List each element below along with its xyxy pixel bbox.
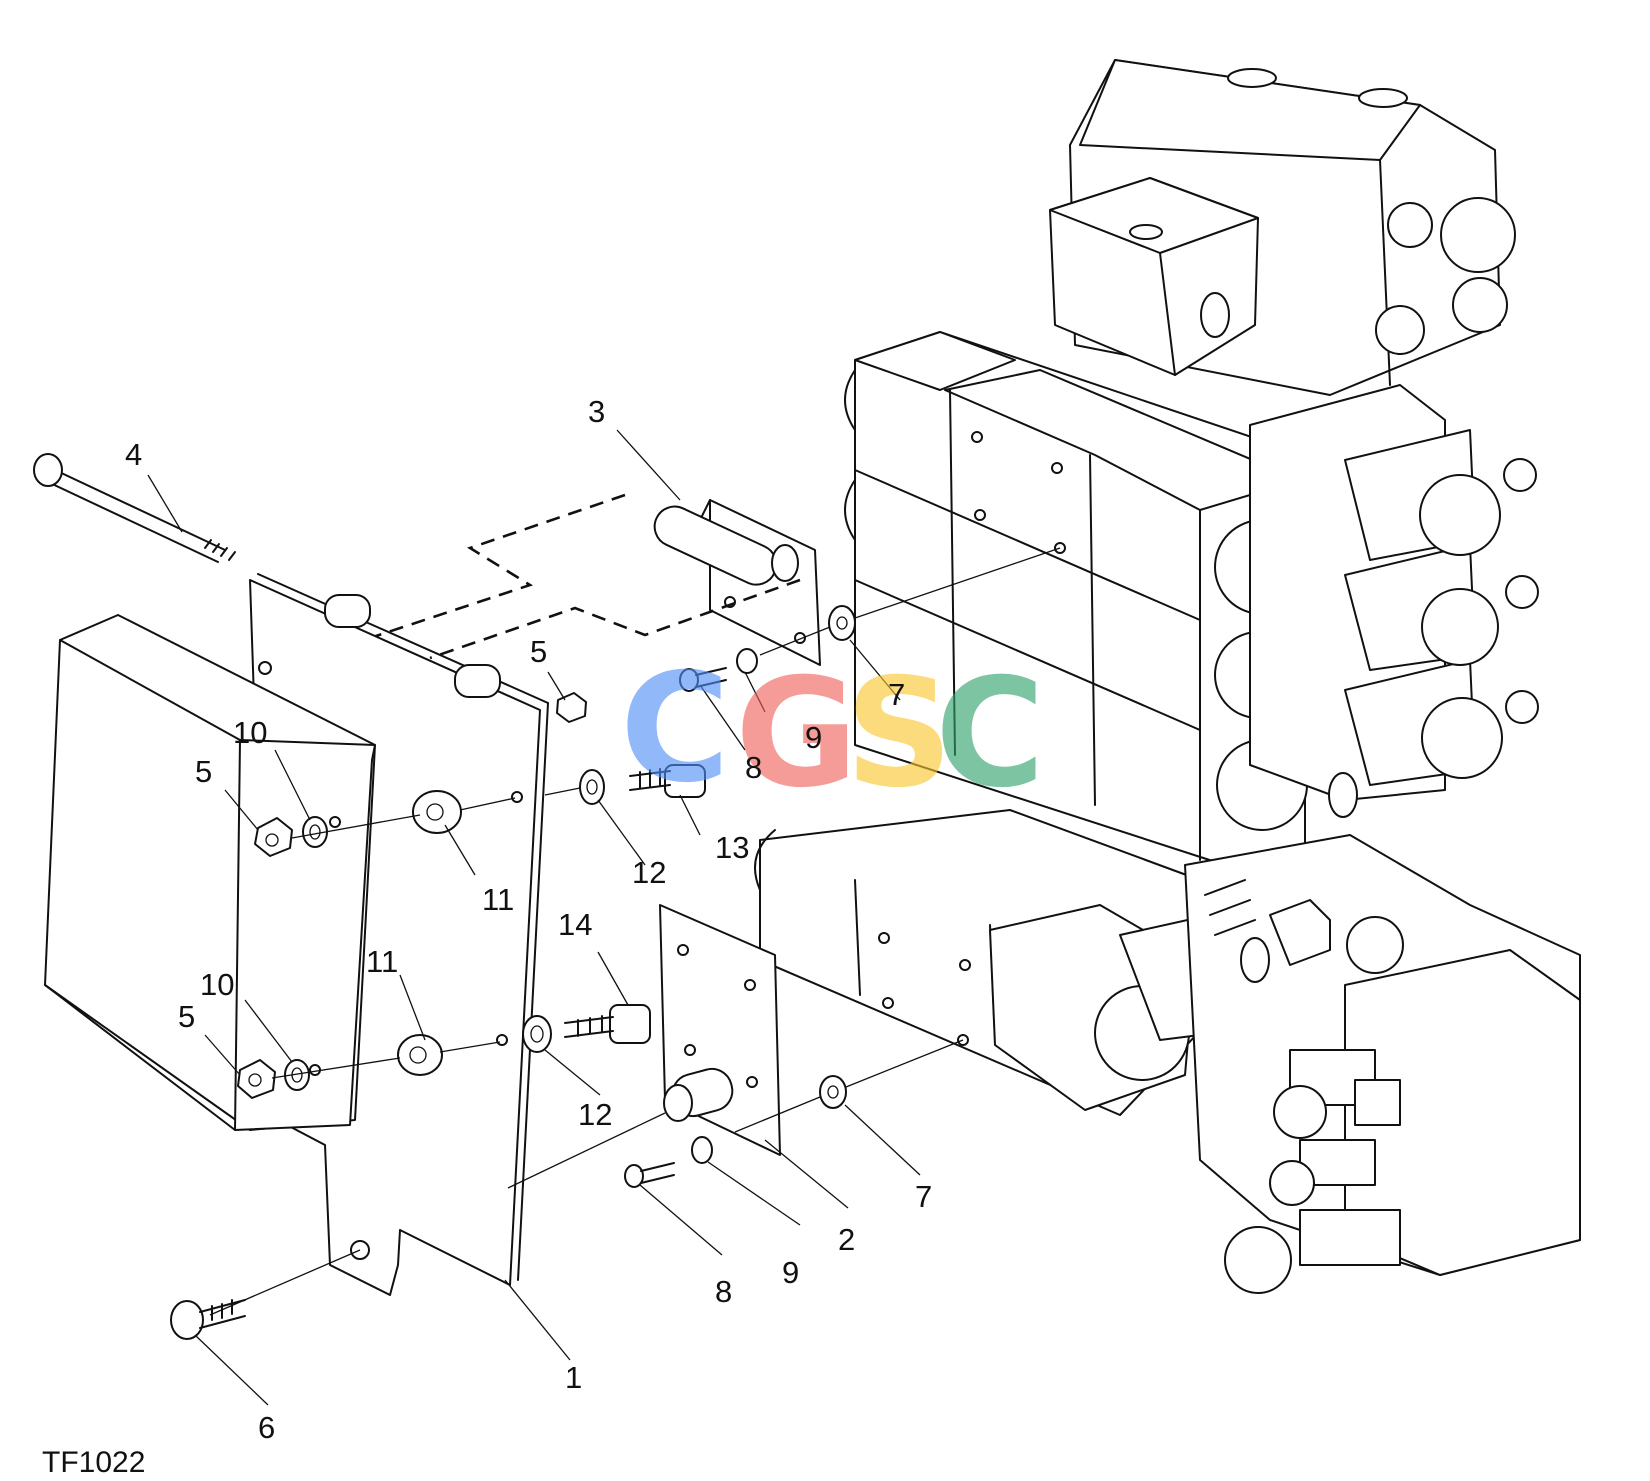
upper-bracket: [653, 499, 821, 666]
callout-5-left-bottom: 5: [178, 999, 195, 1034]
figure-reference: TF1022: [42, 1446, 145, 1479]
callout-13: 13: [715, 830, 749, 865]
callout-labels: 1 2 3 4 5 5 5 6 7 7 8 8 9 9 10 10 11 11 …: [125, 394, 932, 1445]
callout-5-upper-nut: 5: [530, 634, 547, 669]
leader-lines: [147, 429, 1061, 1406]
callout-14: 14: [558, 907, 592, 942]
callout-7-upper: 7: [888, 677, 905, 712]
watermark-letter-4: C: [935, 647, 1045, 821]
callout-8-upper: 8: [745, 750, 762, 785]
bracket-outline-dashed-lower: [429, 578, 801, 660]
callout-8-lower: 8: [715, 1274, 732, 1309]
callout-3: 3: [588, 394, 605, 429]
callout-5-left-top: 5: [195, 754, 212, 789]
callout-9-lower: 9: [782, 1255, 799, 1290]
callout-12-lower: 12: [578, 1097, 612, 1132]
callout-10-lower: 10: [200, 967, 234, 1002]
watermark-letter-3: S: [845, 647, 953, 821]
callout-10-upper: 10: [233, 715, 267, 750]
control-valve-assembly: [754, 59, 1581, 1294]
callout-12-upper: 12: [632, 855, 666, 890]
callout-1: 1: [565, 1360, 582, 1395]
callout-11-upper: 11: [482, 882, 514, 917]
fasteners: [33, 453, 856, 1340]
callout-7-lower: 7: [915, 1179, 932, 1214]
watermark-letter-2: G: [735, 647, 858, 821]
callout-4: 4: [125, 437, 142, 472]
callout-6: 6: [258, 1410, 275, 1445]
watermark-letter-1: C: [620, 642, 730, 816]
callout-2: 2: [838, 1222, 855, 1257]
callout-9-upper: 9: [805, 720, 822, 755]
callout-11-lower: 11: [366, 944, 398, 979]
lower-bracket: [659, 904, 781, 1156]
bracket-outline-dashed: [369, 493, 626, 640]
watermark: C G S C: [620, 642, 1045, 821]
